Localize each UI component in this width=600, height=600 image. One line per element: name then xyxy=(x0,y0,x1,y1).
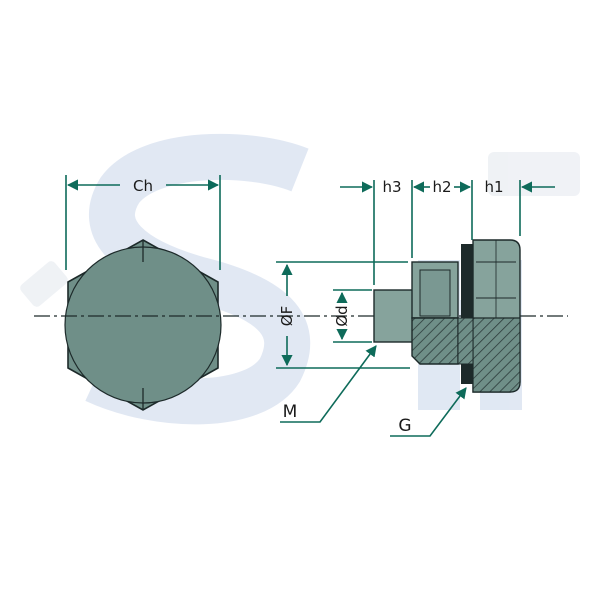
label-of: ØF xyxy=(278,306,296,326)
dimension-lines xyxy=(65,175,555,437)
label-h3: h3 xyxy=(382,178,401,196)
label-od: Ød xyxy=(333,305,351,326)
plug-side-view xyxy=(373,239,521,393)
hex-end-view xyxy=(64,239,222,411)
label-g: G xyxy=(398,416,411,436)
label-h1: h1 xyxy=(484,178,503,196)
label-ch: Ch xyxy=(133,177,153,195)
label-m: M xyxy=(283,402,298,422)
label-h2: h2 xyxy=(432,178,451,196)
